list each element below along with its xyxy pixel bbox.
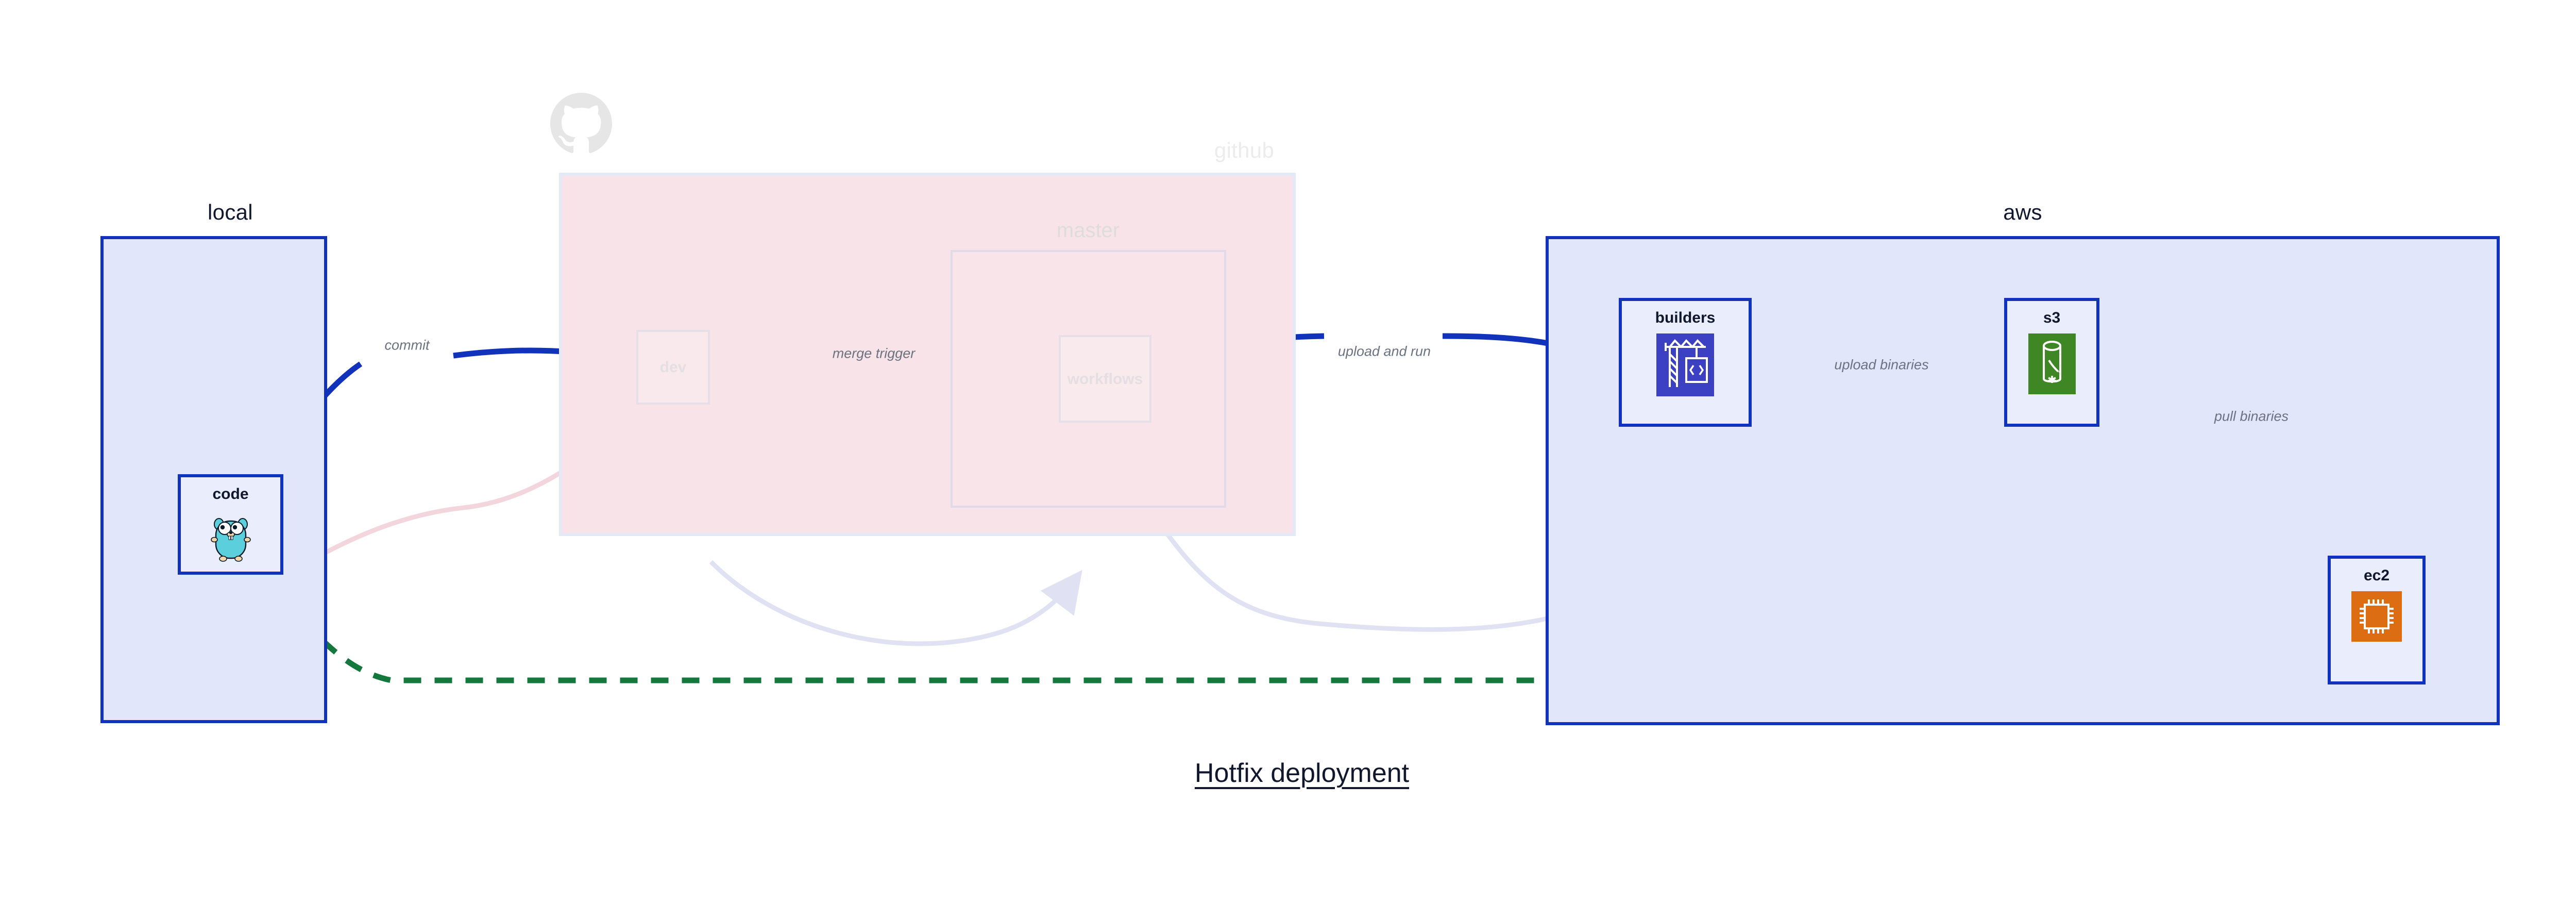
cluster-github	[559, 173, 1296, 536]
subcluster-master	[951, 250, 1226, 508]
edge-label-merge-trigger: merge trigger	[832, 345, 916, 361]
go-gopher-icon	[208, 510, 254, 566]
cluster-label-local: local	[208, 200, 253, 224]
node-dev-label: dev	[659, 359, 687, 376]
subcluster-label-master: master	[1056, 219, 1120, 242]
edge-label-upload-and-run: upload and run	[1337, 343, 1431, 359]
node-builders[interactable]: builders	[1619, 298, 1752, 427]
github-octocat-icon	[550, 93, 612, 155]
node-s3-label: s3	[2043, 309, 2061, 326]
node-dev[interactable]: dev	[636, 330, 710, 405]
edge-faded-dev-workflows	[709, 560, 1082, 646]
node-builders-label: builders	[1655, 309, 1716, 326]
edge-label-pull-binaries: pull binaries	[2214, 408, 2289, 424]
node-s3[interactable]: s3	[2004, 298, 2099, 427]
page-title: Hotfix deployment	[1194, 758, 1410, 788]
edge-label-upload-binaries: upload binaries	[1834, 357, 1929, 373]
node-code[interactable]: code	[178, 474, 283, 575]
node-code-label: code	[212, 486, 249, 503]
aws-codebuild-crane-icon	[1656, 333, 1714, 399]
node-ec2-label: ec2	[2363, 567, 2390, 584]
cluster-label-aws: aws	[2003, 200, 2042, 224]
node-workflows[interactable]: workflows	[1059, 335, 1151, 423]
cluster-label-github: github	[1214, 138, 1275, 162]
node-workflows-label: workflows	[1067, 370, 1143, 388]
edge-label-commit: commit	[384, 337, 430, 353]
aws-s3-bucket-icon	[2028, 333, 2076, 397]
aws-ec2-chip-icon	[2351, 591, 2402, 644]
node-ec2[interactable]: ec2	[2328, 556, 2426, 684]
